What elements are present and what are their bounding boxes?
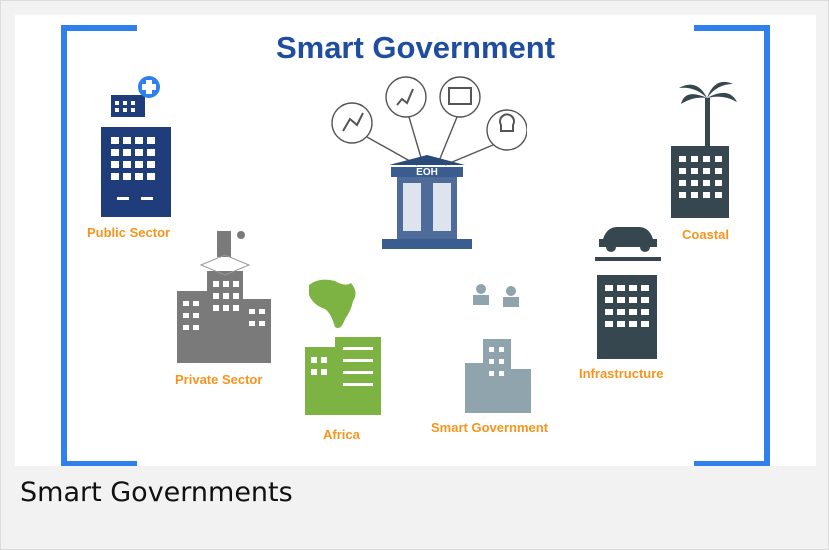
label-africa: Africa: [323, 427, 360, 442]
private-sector-building-icon: [177, 231, 271, 363]
public-sector-building-icon: [101, 76, 171, 217]
presentation-caption[interactable]: Smart Governments: [20, 477, 293, 508]
smart-government-building-icon: [465, 284, 531, 413]
label-coastal: Coastal: [682, 227, 729, 242]
coastal-building-icon: [671, 81, 737, 218]
eoh-hub-illustration: EOH: [331, 76, 527, 249]
label-public-sector: Public Sector: [87, 225, 171, 240]
africa-building-icon: [305, 279, 381, 415]
left-bracket: [61, 25, 137, 466]
label-infrastructure: Infrastructure: [579, 366, 664, 381]
right-bracket: [694, 25, 770, 466]
slide-thumbnail[interactable]: Smart Government Public Sector: [15, 15, 816, 466]
infrastructure-building-icon: [595, 227, 661, 359]
eoh-label: EOH: [416, 167, 438, 178]
label-smart-government: Smart Government: [431, 420, 549, 435]
slide-title: Smart Government: [275, 30, 556, 65]
label-private-sector: Private Sector: [175, 372, 263, 387]
